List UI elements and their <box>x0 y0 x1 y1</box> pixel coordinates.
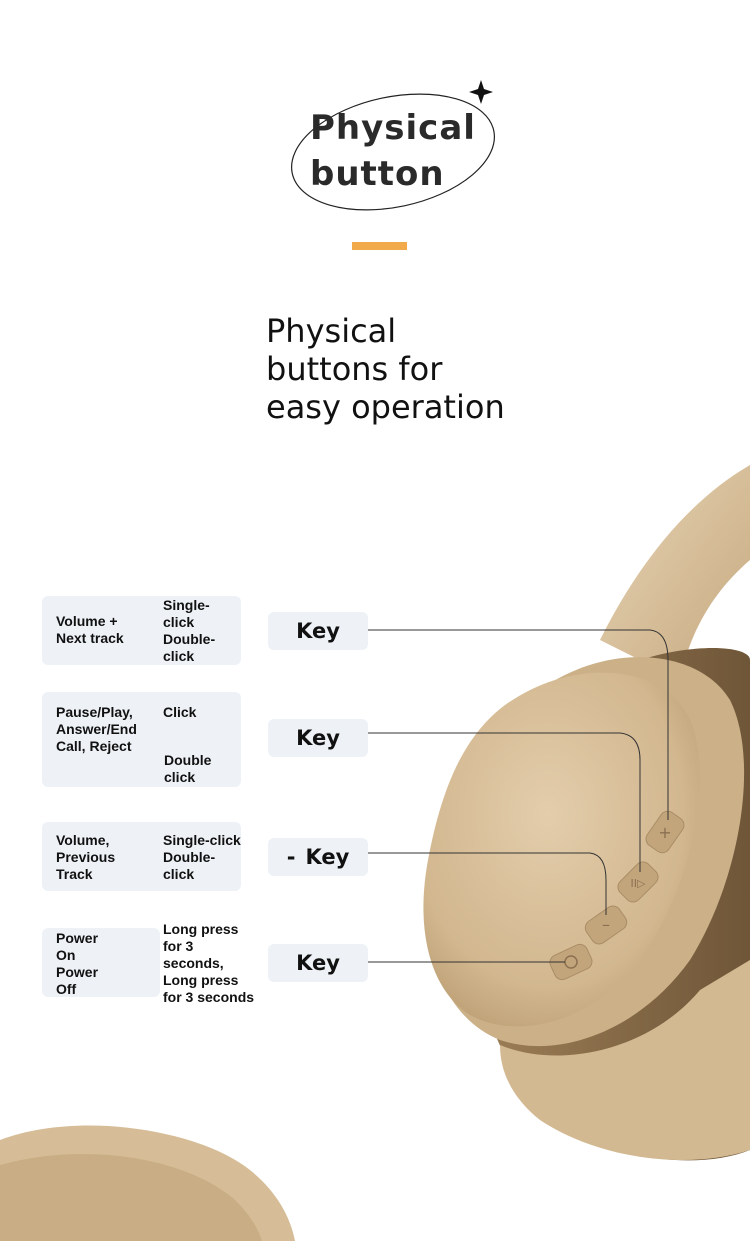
orbit-decoration <box>291 80 495 211</box>
function-label: Volume, Previous Track <box>56 832 150 883</box>
function-label: Pause/Play, Answer/End Call, Reject <box>56 704 150 755</box>
headband <box>600 465 750 680</box>
function-line: Answer/End <box>56 721 137 737</box>
button-row: + II▷ – <box>549 810 685 981</box>
function-card-play-pause: Pause/Play, Answer/End Call, Reject Clic… <box>42 692 241 787</box>
function-line: Off <box>56 981 77 997</box>
action-label-secondary: Double click <box>164 752 264 786</box>
headline-line-3: easy operation <box>266 388 505 426</box>
action-line: click <box>164 769 196 785</box>
key-label: Key <box>296 726 340 750</box>
action-label: Single-click Double- click <box>163 832 263 883</box>
key-volume-down: - Key <box>268 838 368 876</box>
svg-text:II▷: II▷ <box>631 877 646 890</box>
function-card-power: Power On Power Off <box>42 928 160 997</box>
hero-title: Physical button <box>310 105 510 197</box>
action-line: Double <box>164 752 212 768</box>
function-card-volume-up: Volume + Next track Single- click Double… <box>42 596 241 665</box>
action-line: Click <box>163 704 197 720</box>
accent-bar <box>352 242 407 250</box>
connector-line-3 <box>365 852 607 915</box>
function-line: Call, Reject <box>56 738 132 754</box>
action-line: for 3 <box>163 938 194 954</box>
minus-symbol: - <box>286 845 296 869</box>
power-action-label: Long press for 3 seconds, Long press for… <box>163 921 273 1006</box>
action-line: Long press <box>163 972 239 988</box>
action-label: Click <box>163 704 263 721</box>
power-button <box>549 943 593 981</box>
svg-text:–: – <box>602 915 610 934</box>
hero-title-line-2: button <box>310 154 445 194</box>
connector-line-1 <box>365 629 669 820</box>
key-label: Key <box>296 619 340 643</box>
function-label: Power On Power Off <box>56 930 150 998</box>
function-line: Track <box>56 866 93 882</box>
action-line: click <box>163 866 195 882</box>
function-line: Volume, <box>56 832 110 848</box>
action-line: Long press <box>163 921 239 937</box>
function-card-volume-down: Volume, Previous Track Single-click Doub… <box>42 822 241 891</box>
key-power: Key <box>268 944 368 982</box>
action-line: Single-click <box>163 832 241 848</box>
function-line: Power <box>56 930 99 946</box>
function-label: Volume + Next track <box>56 613 150 647</box>
action-line: Double- <box>163 631 216 647</box>
function-line: Power <box>56 964 99 980</box>
svg-text:+: + <box>658 823 671 842</box>
action-label: Single- click Double- click <box>163 597 263 665</box>
volume-down-button <box>584 905 628 945</box>
function-line: Pause/Play, <box>56 704 133 720</box>
headline-line-1: Physical <box>266 312 397 350</box>
connector-lines <box>365 629 669 963</box>
headline-line-2: buttons for <box>266 350 443 388</box>
volume-up-button <box>645 810 685 854</box>
key-label: Key <box>305 845 350 869</box>
function-line: Volume + <box>56 613 118 629</box>
cup-base <box>500 960 750 1160</box>
action-line: Single- <box>163 597 210 613</box>
action-line: click <box>163 648 195 664</box>
cup-face <box>423 672 700 1027</box>
connector-line-2 <box>365 732 641 872</box>
play-pause-button <box>617 861 659 903</box>
hero-title-line-1: Physical <box>310 108 476 148</box>
function-line: Next track <box>56 630 124 646</box>
function-line: Previous <box>56 849 116 865</box>
key-play-pause: Key <box>268 719 368 757</box>
key-volume-up: Key <box>268 612 368 650</box>
action-line: seconds, <box>163 955 224 971</box>
headline: Physical buttons for easy operation <box>266 312 566 426</box>
sparkle-icon <box>469 80 493 104</box>
function-line: On <box>56 947 76 963</box>
key-label: Key <box>296 951 340 975</box>
action-line: for 3 seconds <box>163 989 255 1005</box>
action-line: click <box>163 614 195 630</box>
action-line: Double- <box>163 849 216 865</box>
